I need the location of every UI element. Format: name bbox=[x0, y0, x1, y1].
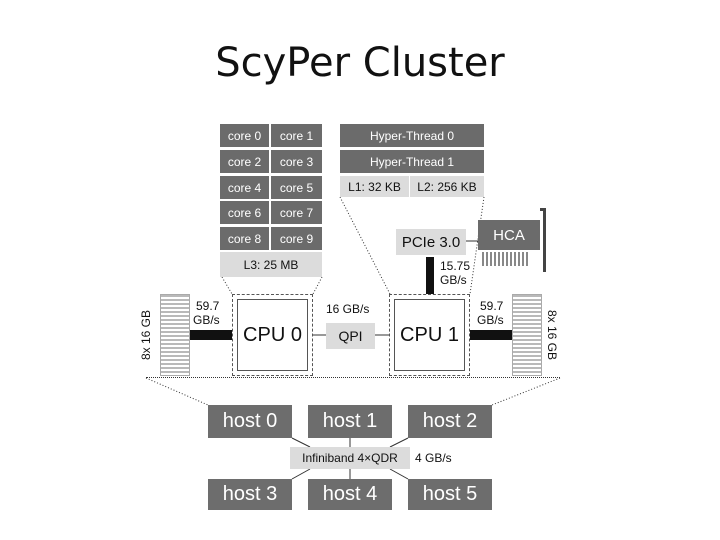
core-3: core 3 bbox=[271, 150, 322, 173]
page-title: ScyPer Cluster bbox=[215, 40, 505, 86]
core-1: core 1 bbox=[271, 124, 322, 147]
host-1: host 1 bbox=[308, 405, 392, 438]
infiniband-switch: Infiniband 4×QDR bbox=[290, 447, 410, 469]
node-boundary bbox=[146, 377, 560, 378]
core-0: core 0 bbox=[220, 124, 269, 147]
infiniband-bandwidth: 4 GB/s bbox=[415, 451, 452, 465]
memory-left-bw-unit: GB/s bbox=[193, 313, 220, 327]
hca-bracket-icon bbox=[540, 208, 546, 272]
host-4: host 4 bbox=[308, 479, 392, 510]
core-5: core 5 bbox=[271, 176, 322, 199]
core-8: core 8 bbox=[220, 227, 269, 250]
core-9: core 9 bbox=[271, 227, 322, 250]
hyper-thread-0: Hyper-Thread 0 bbox=[340, 124, 484, 147]
pcie-box: PCIe 3.0 bbox=[396, 229, 466, 255]
core-6: core 6 bbox=[220, 201, 269, 224]
l2-cache: L2: 256 KB bbox=[410, 176, 484, 197]
cpu-0-label: CPU 0 bbox=[237, 299, 308, 371]
core-7: core 7 bbox=[271, 201, 322, 224]
memory-right-bw-value: 59.7 bbox=[480, 299, 504, 313]
memory-left-label: 8x 16 GB bbox=[139, 309, 153, 361]
cpu-1-label: CPU 1 bbox=[394, 299, 465, 371]
l1-cache: L1: 32 KB bbox=[340, 176, 409, 197]
host-0: host 0 bbox=[208, 405, 292, 438]
pcie-bandwidth-unit: GB/s bbox=[440, 273, 467, 287]
memory-right-bw-unit: GB/s bbox=[477, 313, 504, 327]
l3-cache: L3: 25 MB bbox=[220, 252, 322, 277]
host-2: host 2 bbox=[408, 405, 492, 438]
hyper-thread-1: Hyper-Thread 1 bbox=[340, 150, 484, 173]
core-4: core 4 bbox=[220, 176, 269, 199]
memory-right-label: 8x 16 GB bbox=[545, 309, 559, 361]
memory-left-bw-value: 59.7 bbox=[196, 299, 220, 313]
hca-label: HCA bbox=[478, 220, 540, 250]
pcie-bandwidth-value: 15.75 bbox=[440, 259, 471, 273]
cpu-0: CPU 0 bbox=[232, 294, 313, 376]
hca-connector-icon bbox=[482, 252, 528, 266]
hca-card: HCA bbox=[478, 220, 540, 270]
core-2: core 2 bbox=[220, 150, 269, 173]
host-5: host 5 bbox=[408, 479, 492, 510]
qpi-bandwidth: 16 GB/s bbox=[326, 302, 370, 316]
cpu-1: CPU 1 bbox=[389, 294, 470, 376]
host-3: host 3 bbox=[208, 479, 292, 510]
memory-right bbox=[512, 294, 542, 376]
qpi-box: QPI bbox=[326, 323, 375, 349]
memory-left bbox=[160, 294, 190, 376]
